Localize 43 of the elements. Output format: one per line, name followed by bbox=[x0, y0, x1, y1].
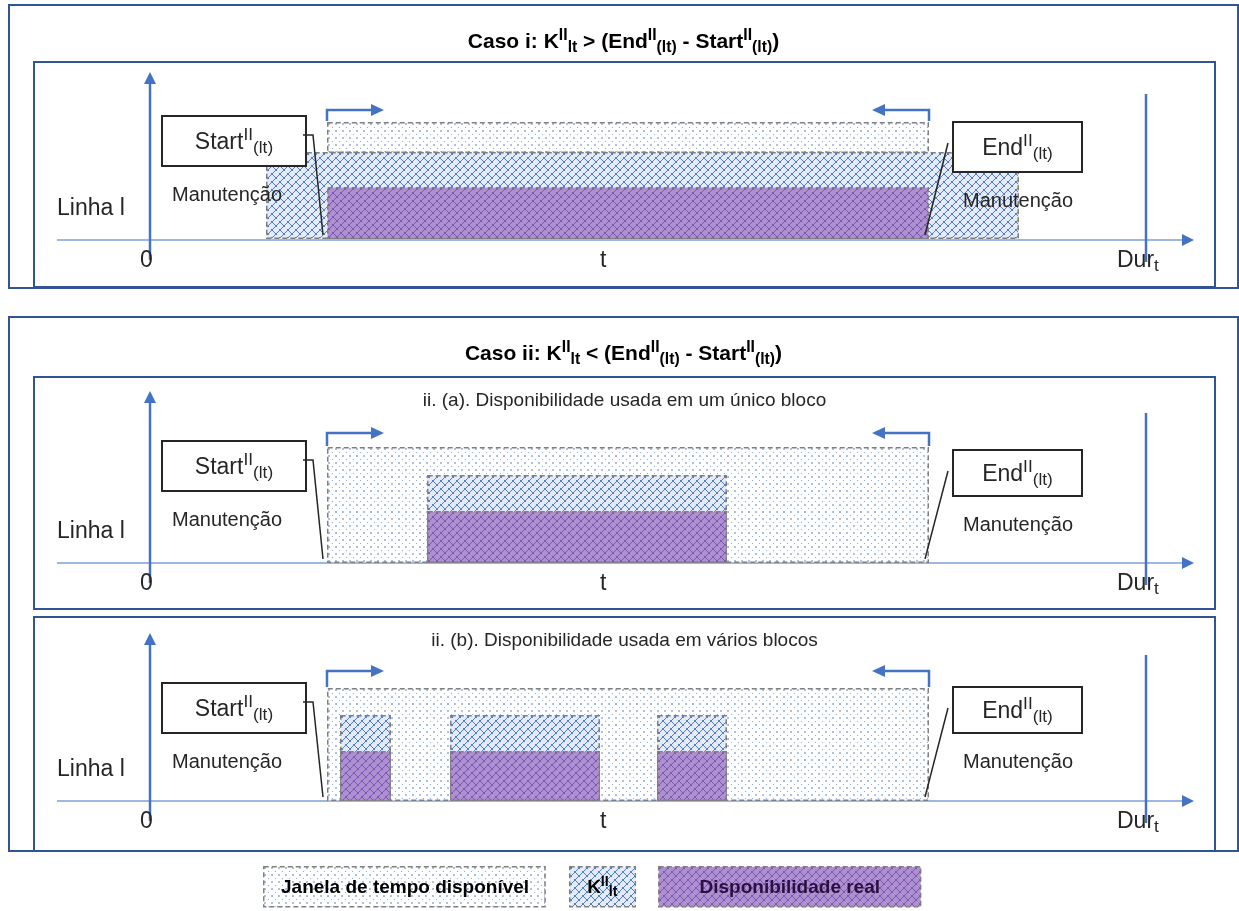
section-title: Caso i: K$^{II}$$_{lt}$ > (End$^{II}$$_{(lt)}$ - Start$^{II}$$_{(lt)}$) bbox=[467, 28, 780, 55]
chart-panel bbox=[33, 61, 1216, 288]
capacity-bar bbox=[427, 475, 727, 563]
availability-bar bbox=[450, 751, 600, 801]
chart-panel bbox=[33, 376, 1216, 610]
availability-bar bbox=[340, 751, 391, 801]
duration-label: Dur$_{t}$ bbox=[1117, 569, 1159, 595]
time-window-bar bbox=[327, 122, 929, 153]
maintenance-label: Manutenção bbox=[963, 750, 1074, 772]
availability-bar bbox=[327, 187, 929, 239]
chart-panel bbox=[33, 616, 1216, 852]
section-title: Caso ii: K$^{II}$$_{lt}$ < (End$^{II}$$_{(lt)}$ - Start$^{II}$$_{(lt)}$) bbox=[464, 340, 783, 367]
leader-line bbox=[924, 470, 949, 560]
availability-bar bbox=[427, 511, 727, 563]
duration-label: Dur$_{t}$ bbox=[1117, 807, 1159, 833]
time-axis-label: t bbox=[600, 246, 607, 272]
capacity-bar bbox=[340, 715, 391, 801]
legend-text: Disponibilidade real bbox=[698, 874, 882, 899]
leader-line bbox=[302, 134, 324, 236]
leader-line bbox=[302, 459, 324, 560]
section-frame bbox=[8, 316, 1239, 852]
availability-bar bbox=[657, 751, 727, 801]
maintenance-label: Manutenção bbox=[172, 750, 283, 772]
time-window-bar bbox=[327, 447, 929, 563]
time-axis-label: t bbox=[600, 569, 607, 595]
maintenance-label: Manutenção bbox=[172, 508, 283, 530]
panel-subtitle: ii. (a). Disponibilidade usada em um único bloco bbox=[422, 388, 827, 412]
capacity-bar bbox=[657, 715, 727, 801]
origin-label: 0 bbox=[140, 569, 153, 595]
legend-text: Janela de tempo disponível bbox=[281, 874, 530, 899]
section-frame bbox=[8, 4, 1239, 289]
time-window-bar bbox=[327, 688, 929, 801]
capacity-bar bbox=[450, 715, 600, 801]
maintenance-label: Manutenção bbox=[963, 513, 1074, 535]
panel-subtitle: ii. (b). Disponibilidade usada em vários blocos bbox=[431, 628, 818, 652]
origin-label: 0 bbox=[140, 246, 153, 272]
origin-label: 0 bbox=[140, 807, 153, 833]
line-label: Linha l bbox=[57, 517, 125, 543]
time-axis-label: t bbox=[600, 807, 607, 833]
duration-label: Dur$_{t}$ bbox=[1117, 246, 1159, 272]
line-label: Linha l bbox=[57, 194, 125, 220]
line-label: Linha l bbox=[57, 755, 125, 781]
leader-line bbox=[302, 701, 324, 798]
